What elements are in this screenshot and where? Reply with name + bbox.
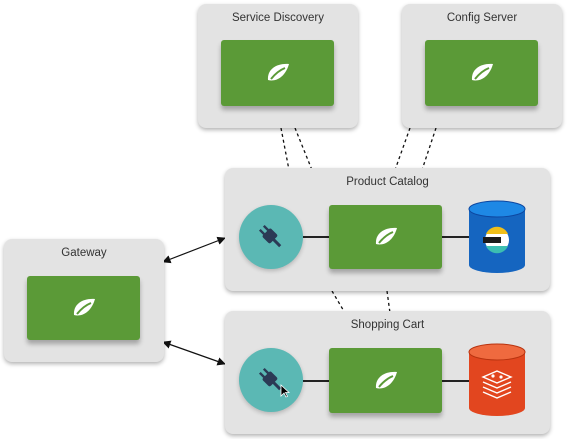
gateway-catalog-arrow	[162, 236, 226, 264]
config-server-panel: Config Server	[402, 4, 562, 128]
spring-service-box	[27, 276, 140, 340]
service-discovery-panel: Service Discovery	[198, 4, 358, 128]
gateway-cart-arrow	[162, 340, 226, 366]
mouse-cursor-icon	[280, 384, 290, 398]
plug-icon	[258, 367, 282, 391]
spring-leaf-icon	[471, 63, 493, 81]
plug-icon	[258, 224, 282, 248]
panel-title: Shopping Cart	[350, 319, 425, 331]
spring-leaf-icon	[375, 227, 397, 245]
product-catalog-panel: Product Catalog	[225, 168, 550, 291]
panel-title: Gateway	[61, 247, 107, 259]
spring-leaf-icon	[375, 371, 397, 388]
discovery-link-line	[294, 127, 313, 171]
spring-leaf-icon	[267, 63, 289, 81]
shopping-cart-panel: Shopping Cart	[225, 311, 550, 434]
spring-service-box	[221, 40, 334, 106]
gateway-panel: Gateway	[4, 239, 164, 362]
spring-service-box	[329, 205, 442, 269]
config-link-line	[394, 127, 411, 171]
discovery-link-line	[280, 127, 290, 171]
http-connector-circle	[239, 205, 303, 269]
panel-title: Config Server	[446, 12, 518, 24]
catalog-cart-link-line	[386, 290, 391, 314]
catalog-cart-link-line	[331, 290, 346, 314]
elasticsearch-database-icon	[468, 200, 526, 273]
http-connector-circle	[239, 348, 303, 412]
config-link-line	[421, 127, 437, 171]
spring-leaf-icon	[73, 298, 95, 316]
spring-service-box	[329, 348, 442, 413]
panel-title: Service Discovery	[231, 12, 325, 24]
spring-service-box	[425, 40, 538, 106]
panel-title: Product Catalog	[346, 176, 429, 188]
redis-database-icon	[468, 343, 526, 416]
